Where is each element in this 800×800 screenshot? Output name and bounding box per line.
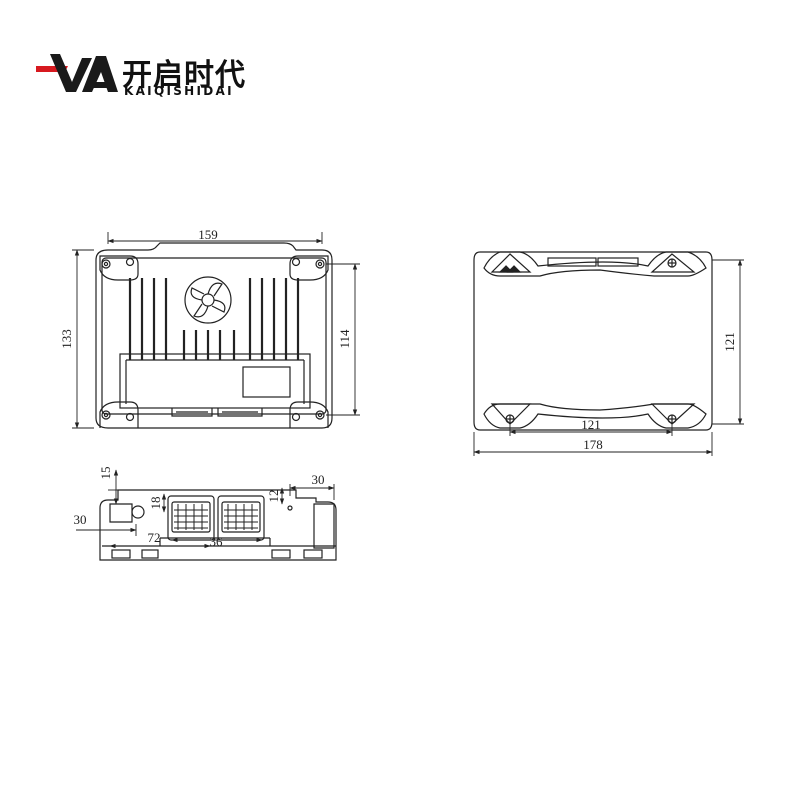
fan-icon	[184, 276, 232, 324]
front-hole-bl	[101, 410, 111, 420]
dim-side-hole-width: 121	[581, 417, 601, 432]
side-ear-tr	[650, 253, 696, 273]
brand-name-cn: 开启时代	[122, 58, 246, 93]
front-label-plate	[242, 366, 291, 398]
front-dimensions	[72, 232, 360, 429]
dim-front-hole-height: 114	[337, 329, 352, 349]
front-view	[95, 242, 333, 429]
brand-mark-icon	[36, 54, 118, 92]
front-hole-br	[315, 410, 325, 420]
front-connectors	[171, 408, 263, 417]
side-dimensions	[473, 259, 744, 456]
side-body-outline	[473, 251, 713, 431]
dim-bottom-12: 12	[266, 490, 281, 503]
front-lower-box	[119, 353, 311, 409]
dim-bottom-72: 72	[148, 530, 161, 545]
front-hole-tl	[101, 259, 111, 269]
bottom-hole-left	[131, 505, 145, 519]
dim-bottom-18: 18	[148, 497, 163, 510]
dim-side-width: 178	[583, 437, 603, 452]
brand-name-en: KAIQISHIDAI	[124, 84, 234, 98]
front-body	[101, 257, 327, 415]
dim-side-hole-height: 121	[722, 332, 737, 352]
side-view	[473, 251, 713, 431]
dim-bottom-36: 36	[210, 534, 224, 549]
dim-front-width: 159	[198, 227, 218, 242]
side-ear-bl	[490, 403, 532, 425]
dim-front-height: 133	[59, 329, 74, 349]
dim-bottom-30-left: 30	[74, 512, 87, 527]
bottom-base	[99, 489, 337, 561]
front-flange-outline	[95, 242, 333, 429]
brand-logo: 开启时代 KAIQISHIDAI	[36, 48, 276, 98]
bottom-dimensions	[76, 469, 335, 549]
side-ear-br	[650, 403, 696, 425]
front-hole-tr	[315, 259, 325, 269]
dim-bottom-15: 15	[98, 467, 113, 480]
dim-bottom-30-right: 30	[312, 472, 325, 487]
cooling-fins	[128, 278, 300, 360]
bottom-view	[99, 489, 337, 561]
